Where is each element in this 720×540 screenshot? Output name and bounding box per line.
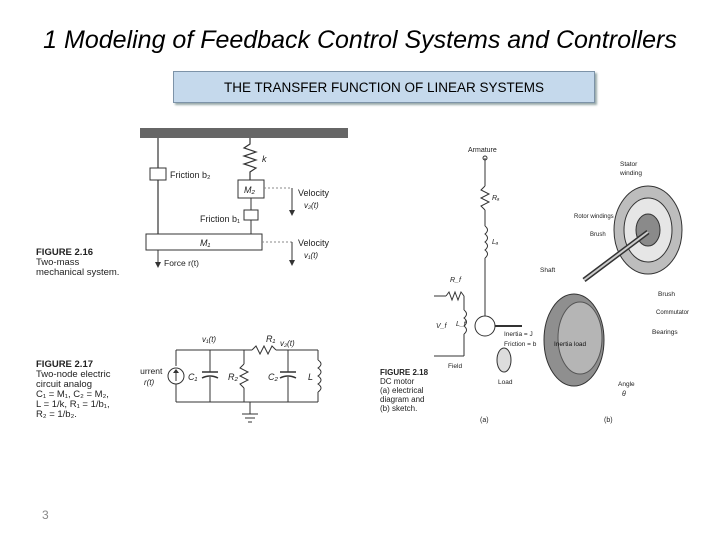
dashpot-b1 (243, 209, 259, 221)
node-v1-label: v₁(t) (202, 335, 216, 344)
caption-line: (a) electrical (380, 386, 424, 395)
commutator-label: Commutator (656, 310, 689, 316)
caption-line: L = 1/k, R₁ = 1/b₁, (36, 399, 110, 410)
inertia-label: Inertia = J (504, 331, 533, 338)
inductor-l-label: L (308, 372, 313, 382)
stator-label: Stator (620, 161, 638, 168)
brush-bottom-label: Brush (658, 291, 675, 298)
brush-top-label: Brush (590, 232, 606, 238)
spring-k-label: k (262, 154, 267, 164)
mass-m1-label: M₁ (200, 238, 210, 248)
figure-2-18-caption: FIGURE 2.18 DC motor (a) electrical diag… (380, 368, 436, 413)
figure-2-18a-electrical-diagram: Armature Rₐ Lₐ Inertia = J Friction = b … (434, 147, 537, 424)
current-label: Current (140, 366, 163, 376)
caption-line: circuit analog (36, 379, 92, 390)
spring-k (242, 138, 258, 180)
la-label: Lₐ (492, 239, 499, 246)
field-label: Field (448, 363, 462, 370)
capacitor-c2-label: C₂ (268, 372, 278, 382)
figure-2-16-diagram: Friction b₂ k M₂ Velocity v₂(t) Friction… (140, 128, 348, 268)
page-number: 3 (42, 508, 49, 522)
subtitle-box: THE TRANSFER FUNCTION OF LINEAR SYSTEMS (173, 71, 595, 103)
lf-label: L_f (456, 321, 467, 328)
theta-label: θ (622, 391, 626, 398)
resistor-r1 (251, 344, 277, 356)
resistor-r2-label: R₂ (228, 372, 238, 382)
dashpot-b2 (149, 167, 167, 181)
motor-armature (474, 315, 496, 337)
figure-2-18-number: FIGURE 2.18 (380, 368, 429, 377)
rt-label: r(t) (144, 378, 155, 387)
caption-line: mechanical system. (36, 267, 120, 278)
figure-2-16-number: FIGURE 2.16 (36, 247, 94, 258)
slide-title: 1 Modeling of Feedback Control Systems a… (43, 26, 677, 54)
subtitle-text: THE TRANSFER FUNCTION OF LINEAR SYSTEMS (223, 79, 545, 95)
resistor-rf (445, 290, 465, 302)
velocity-1-label: Velocity (298, 238, 330, 248)
node-v2-label: v₂(t) (280, 339, 295, 348)
caption-line: DC motor (380, 377, 415, 386)
winding-label: winding (619, 170, 642, 177)
inertia-load-label: Inertia load (554, 341, 587, 348)
rf-label: R_f (450, 277, 462, 284)
caption-line: C₁ = M₁, C₂ = M₂, (36, 389, 109, 400)
figure-2-17-diagram: v₁(t) R₁ v₂(t) Current r(t) C₁ R₂ C₂ L (140, 334, 322, 423)
figure-2-16-caption: FIGURE 2.16 Two-mass mechanical system. (36, 248, 136, 278)
caption-line: diagram and (380, 395, 425, 404)
resistor-r2 (238, 363, 250, 389)
part-b-label: (b) (604, 417, 613, 424)
ceiling (140, 128, 348, 138)
friction-b2-label: Friction b₂ (170, 170, 211, 180)
force-label: Force r(t) (164, 258, 199, 268)
bearings-label: Bearings (652, 329, 678, 336)
figure-2-17-caption: FIGURE 2.17 Two-node electric circuit an… (36, 360, 146, 420)
resistor-ra (479, 185, 491, 211)
shaft-label: Shaft (540, 267, 555, 274)
angle-label: Angle (618, 381, 635, 388)
inductor-l (317, 359, 322, 393)
caption-line: (b) sketch. (380, 404, 418, 413)
figure-2-17-number: FIGURE 2.17 (36, 359, 94, 370)
v1-label: v₁(t) (304, 251, 318, 260)
inductor-lf (463, 309, 467, 335)
v2-label: v₂(t) (304, 201, 319, 210)
caption-line: R₂ = 1/b₂. (36, 409, 77, 420)
velocity-2-label: Velocity (298, 188, 330, 198)
ra-label: Rₐ (492, 195, 500, 202)
caption-line: Two-node electric (36, 369, 111, 380)
figure-2-18b-motor-sketch: Stator winding Rotor windings Brush Shaf… (540, 161, 689, 424)
friction-b1-label: Friction b₁ (200, 214, 240, 224)
capacitor-c1-label: C₁ (188, 372, 197, 382)
armature-label: Armature (468, 147, 497, 154)
part-a-label: (a) (480, 417, 489, 424)
vf-label: V_f (436, 323, 448, 330)
caption-line: Two-mass (36, 257, 80, 268)
resistor-r1-label: R₁ (266, 334, 275, 344)
load-label: Load (498, 379, 513, 386)
inductor-la (484, 225, 488, 259)
mass-m2-label: M₂ (244, 185, 255, 195)
friction-label: Friction = b (504, 341, 537, 348)
rotor-windings-label: Rotor windings (574, 214, 614, 220)
